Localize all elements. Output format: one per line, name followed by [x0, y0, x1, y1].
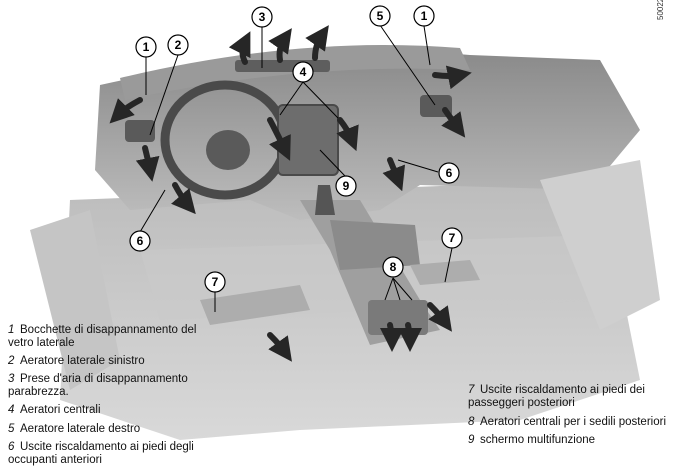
legend-text: Aeratori centrali per i sedili posterior… [480, 416, 666, 428]
callout-5: 5 [370, 6, 390, 26]
arrow-rear-center-1 [390, 325, 392, 340]
callout-9-label: 9 [343, 179, 350, 193]
callout-7-right: 7 [442, 228, 462, 248]
callout-3-label: 3 [259, 10, 266, 24]
arrow-side-right [435, 75, 460, 76]
legend-text: Aeratori centrali [20, 404, 101, 416]
legend-num: 7 [468, 384, 480, 397]
legend-num: 9 [468, 434, 480, 447]
callout-1-right-label: 1 [421, 9, 428, 23]
callout-2-label: 2 [175, 38, 182, 52]
legend-num: 1 [8, 324, 20, 337]
callout-6-right-label: 6 [446, 166, 453, 180]
callout-6-right: 6 [439, 163, 459, 183]
callout-1-left-label: 1 [143, 40, 150, 54]
legend-text: Bocchette di disappannamento del vetro l… [8, 324, 196, 349]
legend-num: 5 [8, 423, 20, 436]
callout-7-right-label: 7 [449, 231, 456, 245]
legend-num: 4 [8, 404, 20, 417]
callout-1-right: 1 [414, 6, 434, 26]
legend-num: 2 [8, 355, 20, 368]
legend-num: 3 [8, 373, 20, 386]
callout-7-left-label: 7 [212, 275, 219, 289]
multifunction-screen [278, 105, 338, 175]
callout-1-left: 1 [136, 37, 156, 57]
legend-num: 6 [8, 441, 20, 454]
callout-7-left: 7 [205, 272, 225, 292]
callout-9: 9 [336, 176, 356, 196]
callout-6-left-label: 6 [137, 234, 144, 248]
figure-code: 50022 [656, 0, 665, 20]
legend-text: Aeratore laterale sinistro [20, 355, 145, 367]
callout-5-label: 5 [377, 9, 384, 23]
callout-8: 8 [383, 257, 403, 277]
callout-4-label: 4 [300, 65, 307, 79]
arrow-defrost-1 [243, 42, 246, 62]
legend-text: Uscite riscaldamento ai piedi dei passeg… [468, 384, 645, 409]
legend-text: Prese d'aria di disappannamento parabrez… [8, 373, 188, 398]
callout-2: 2 [168, 35, 188, 55]
legend-text: Aeratore laterale destro [20, 423, 140, 435]
callout-3: 3 [252, 7, 272, 27]
callout-8-label: 8 [390, 260, 397, 274]
arrow-rear-center-2 [408, 325, 410, 340]
legend-num: 8 [468, 416, 480, 429]
legend-text: Uscite riscaldamento ai piedi degli occu… [8, 441, 194, 466]
callout-4: 4 [293, 62, 313, 82]
callout-6-left: 6 [130, 231, 150, 251]
legend-text: schermo multifunzione [480, 434, 595, 446]
